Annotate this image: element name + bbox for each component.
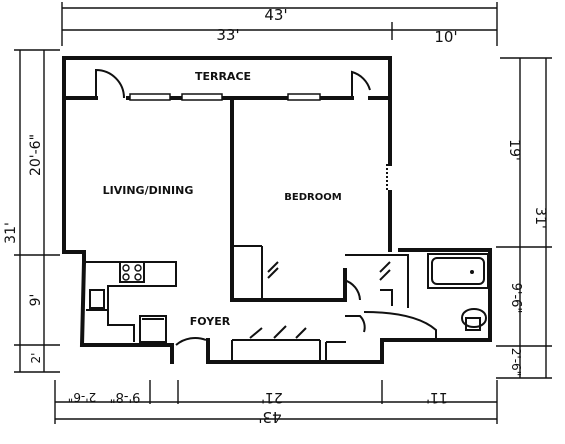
- dim-bottom-a: 9'-8": [110, 389, 141, 404]
- label-terrace: TERRACE: [195, 70, 251, 83]
- dim-bottom-b: 2'-6": [68, 390, 96, 404]
- dim-right-upper: 19': [506, 139, 522, 161]
- exterior-walls: [62, 96, 492, 364]
- label-bedroom: BEDROOM: [284, 192, 341, 203]
- kitchen: [86, 261, 177, 343]
- terrace-walls: [62, 56, 392, 101]
- top-dimensions: [61, 2, 498, 46]
- dim-right-bottom: 2'-6": [509, 348, 523, 376]
- dim-left-total: 31': [3, 222, 19, 244]
- dim-bottom-total: 43': [258, 408, 281, 426]
- label-foyer: FOYER: [190, 315, 231, 328]
- right-dimensions: [496, 57, 552, 379]
- terrace-doors: [95, 68, 371, 99]
- dim-bottom-right: 11': [426, 389, 448, 405]
- dim-right-total: 31': [532, 207, 548, 229]
- bottom-dimensions: [54, 380, 498, 424]
- dim-left-bottom: 2': [29, 353, 43, 364]
- bathroom: [363, 253, 489, 340]
- left-dimensions: [14, 49, 60, 373]
- dim-right-mid: 9'-6": [508, 283, 523, 314]
- foyer-closets: [175, 278, 366, 362]
- dim-top-total: 43': [264, 6, 287, 24]
- dim-top-right: 10': [434, 28, 457, 46]
- dim-left-upper: 20'-6": [28, 134, 44, 176]
- dim-bottom-mid: 21': [261, 389, 283, 405]
- dim-top-left: 33': [216, 26, 239, 44]
- dim-left-mid: 9': [28, 294, 44, 307]
- label-living-dining: LIVING/DINING: [103, 184, 194, 197]
